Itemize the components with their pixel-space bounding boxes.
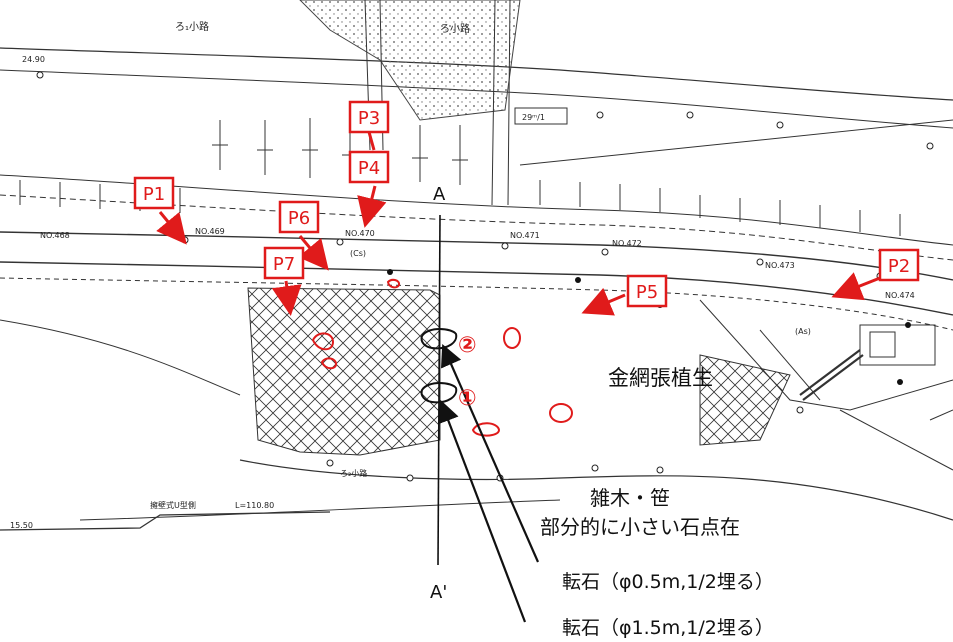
wire-mesh-annotation: 金網張植生 xyxy=(608,366,713,390)
bottom-length: L=110.80 xyxy=(235,501,274,510)
marker-p6: P6 xyxy=(278,200,320,234)
plan-labels: ろ₁小路 ろ小路 24.90 29ᵐ/1 NO.468 NO.469 NO.47… xyxy=(10,20,915,530)
marker-p3: P3 xyxy=(348,100,390,134)
station-472: NO.472 xyxy=(612,239,642,248)
base-map xyxy=(0,0,953,531)
station-470: NO.470 xyxy=(345,229,375,238)
boulder-caption-1: 転石（φ1.5m,1/2埋る） xyxy=(562,617,774,639)
box-label-frame xyxy=(514,107,568,125)
station-473: NO.473 xyxy=(765,261,795,270)
slope-hachures xyxy=(19,118,901,236)
station-469: NO.469 xyxy=(195,227,225,236)
svg-text:P6: P6 xyxy=(288,208,310,229)
svg-text:P2: P2 xyxy=(888,256,910,277)
marker-p2: P2 xyxy=(878,248,920,282)
wire-mesh-area-right xyxy=(699,354,791,446)
svg-text:P7: P7 xyxy=(273,254,295,275)
marker-p1: P1 xyxy=(133,176,175,210)
section-label-bottom: A' xyxy=(430,582,447,603)
marker-p5: P5 xyxy=(626,274,668,308)
bottom-left-label: 擁壁式U型側 xyxy=(150,500,196,510)
leader-lines xyxy=(437,343,540,623)
svg-text:P4: P4 xyxy=(358,158,380,179)
station-474: NO.474 xyxy=(885,291,915,300)
road-label-bottom: ろ₂小路 xyxy=(340,468,367,478)
cs-label: (Cs) xyxy=(350,249,366,258)
svg-text:P1: P1 xyxy=(143,184,165,205)
svg-text:P5: P5 xyxy=(636,282,658,303)
section-label-top: A xyxy=(433,184,446,205)
section-line xyxy=(437,214,441,566)
station-471: NO.471 xyxy=(510,231,540,240)
marker-arrows xyxy=(156,131,881,316)
marker-p4: P4 xyxy=(348,150,390,184)
small-stones xyxy=(311,278,573,437)
as-label: (As) xyxy=(795,327,811,336)
box-label: 29ᵐ/1 xyxy=(522,113,545,122)
wire-mesh-area xyxy=(247,287,441,456)
station-468: NO.468 xyxy=(40,231,70,240)
boulder-caption-2: 転石（φ0.5m,1/2埋る） xyxy=(562,571,774,593)
bottom-left-num: 15.50 xyxy=(10,521,33,530)
road-label-top: ろ₁小路 xyxy=(175,20,209,33)
boulder-number-2: ② xyxy=(458,333,477,358)
survey-points xyxy=(36,71,934,482)
elev-label: 24.90 xyxy=(22,55,45,64)
brush-annotation: 雑木・笹 xyxy=(590,486,670,510)
boulder-number-1: ① xyxy=(458,386,477,411)
scattered-stones-annotation: 部分的に小さい石点在 xyxy=(540,515,740,539)
marker-p7: P7 xyxy=(263,246,305,280)
svg-text:P3: P3 xyxy=(358,108,380,129)
road-label-top-right: ろ小路 xyxy=(440,22,470,35)
